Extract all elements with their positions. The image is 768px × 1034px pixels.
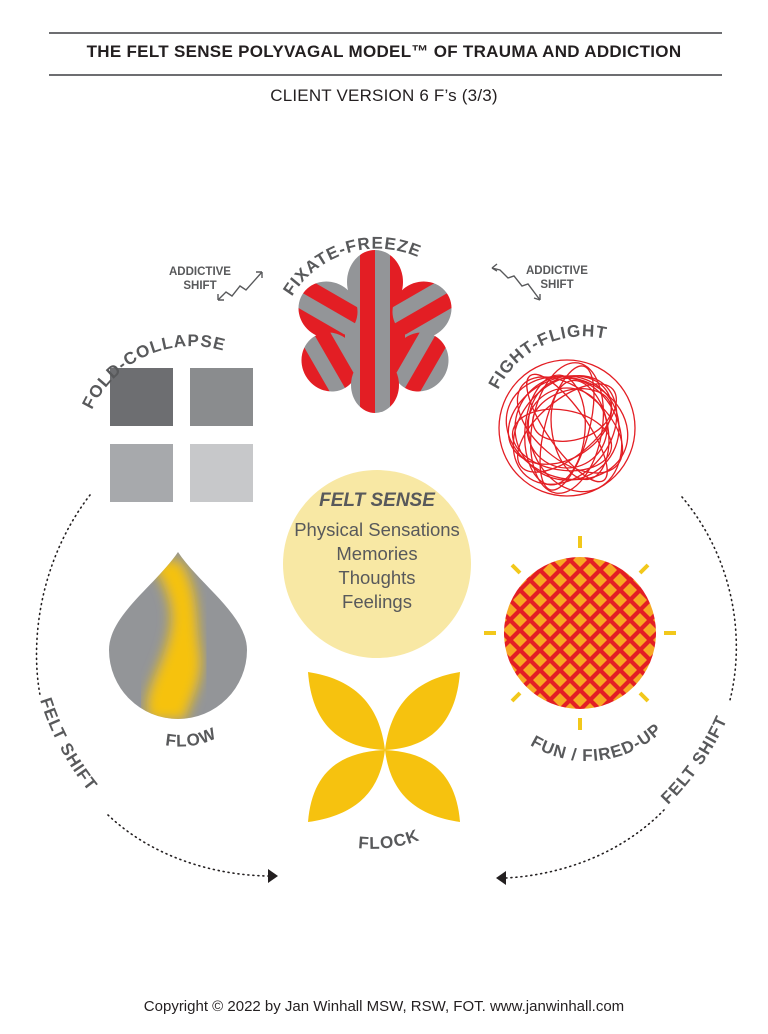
fixate-freeze-flower-icon [298, 250, 452, 413]
fold-collapse-squares-icon [110, 368, 253, 502]
page-subtitle: CLIENT VERSION 6 F’s (3/3) [270, 86, 498, 105]
zigzag-arrow-icon [491, 267, 541, 301]
fun-fired-up-sun-icon [484, 536, 676, 730]
addictive-shift-right: ADDICTIVE SHIFT [491, 263, 588, 301]
copyright-footer: Copyright © 2022 by Jan Winhall MSW, RSW… [143, 998, 625, 1015]
zigzag-arrow-icon [217, 271, 263, 301]
felt-sense-title: FELT SENSE [319, 490, 435, 511]
arrowhead-right-icon [268, 869, 278, 883]
felt-sense-item: Feelings [342, 591, 412, 612]
svg-text:ADDICTIVE: ADDICTIVE [526, 265, 588, 277]
felt-shift-left-label: FELT SHIFT [36, 695, 101, 794]
top-rule [49, 32, 722, 34]
felt-sense-circle [283, 470, 471, 658]
felt-sense-content: FELT SENSE Physical Sensations Memories … [270, 472, 484, 656]
flock-flower-icon [308, 672, 460, 822]
page-title: THE FELT SENSE POLYVAGAL MODEL™ OF TRAUM… [86, 42, 682, 61]
felt-shift-left-arrow [35, 494, 278, 883]
felt-sense-item: Memories [336, 543, 418, 564]
fun-fired-up-label: FUN / FIRED-UP [528, 719, 666, 765]
title-rule [49, 74, 722, 76]
flow-label: FLOW [164, 724, 219, 751]
svg-text:SHIFT: SHIFT [540, 279, 573, 291]
svg-text:SHIFT: SHIFT [183, 280, 216, 292]
svg-text:ADDICTIVE: ADDICTIVE [169, 266, 231, 278]
addictive-shift-left: ADDICTIVE SHIFT [169, 266, 263, 301]
felt-shift-right-arrow [496, 496, 738, 885]
flow-drop-icon [109, 552, 247, 719]
arrowhead-left-icon [496, 871, 506, 885]
fight-flight-scribble-icon [498, 359, 636, 497]
felt-sense-item: Thoughts [338, 567, 416, 588]
felt-shift-right-label: FELT SHIFT [657, 713, 731, 808]
flock-label: FLOCK [358, 826, 422, 853]
felt-sense-item: Physical Sensations [294, 519, 460, 540]
